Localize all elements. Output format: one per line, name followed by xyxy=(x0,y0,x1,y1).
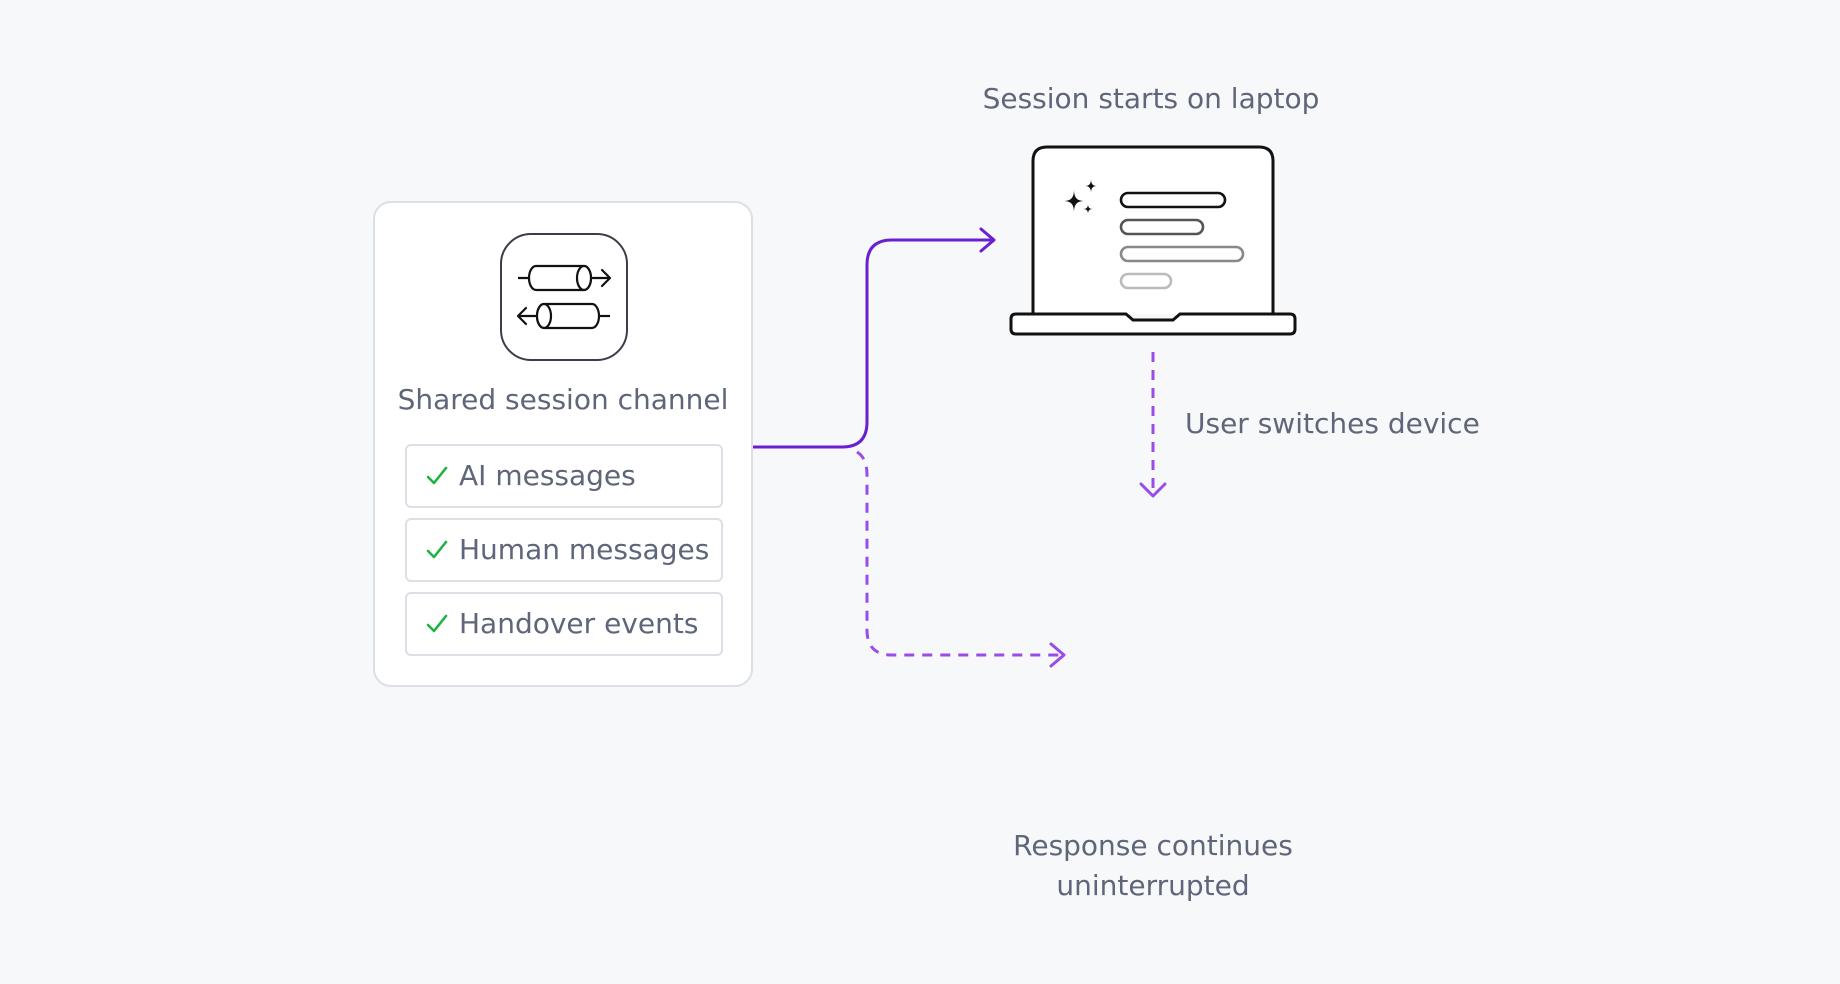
phone-icon xyxy=(1080,511,1226,801)
list-item-human-messages: Human messages xyxy=(405,518,723,582)
list-item-label: Handover events xyxy=(459,607,699,640)
check-icon xyxy=(426,540,448,559)
laptop-label: Session starts on laptop xyxy=(982,82,1320,115)
phone-label: Response continues uninterrupted xyxy=(953,826,1353,906)
dashed-connector-to-phone xyxy=(856,450,1062,657)
shared-session-channel-card: Shared session channel AI messages Human… xyxy=(373,201,753,687)
laptop-icon xyxy=(1009,145,1297,336)
dashed-connector-arrowhead xyxy=(1049,642,1066,668)
switch-device-label: User switches device xyxy=(1185,407,1480,440)
phone-label-line-2: uninterrupted xyxy=(1056,869,1250,902)
sparkle-icon xyxy=(1063,179,1097,214)
list-item-ai-messages: AI messages xyxy=(405,444,723,508)
channel-event-list: AI messages Human messages Handover even… xyxy=(405,444,723,666)
device-switch-arrowhead xyxy=(1139,482,1167,498)
solid-connector-arrowhead xyxy=(979,227,996,253)
channel-title: Shared session channel xyxy=(397,383,729,416)
check-icon xyxy=(426,466,448,485)
list-item-label: Human messages xyxy=(459,533,710,566)
solid-connector-to-laptop xyxy=(753,238,993,449)
list-item-label: AI messages xyxy=(459,459,636,492)
phone-label-line-1: Response continues xyxy=(1013,829,1293,862)
channel-pipes-icon xyxy=(500,233,628,361)
list-item-handover-events: Handover events xyxy=(405,592,723,656)
check-icon xyxy=(426,614,448,633)
